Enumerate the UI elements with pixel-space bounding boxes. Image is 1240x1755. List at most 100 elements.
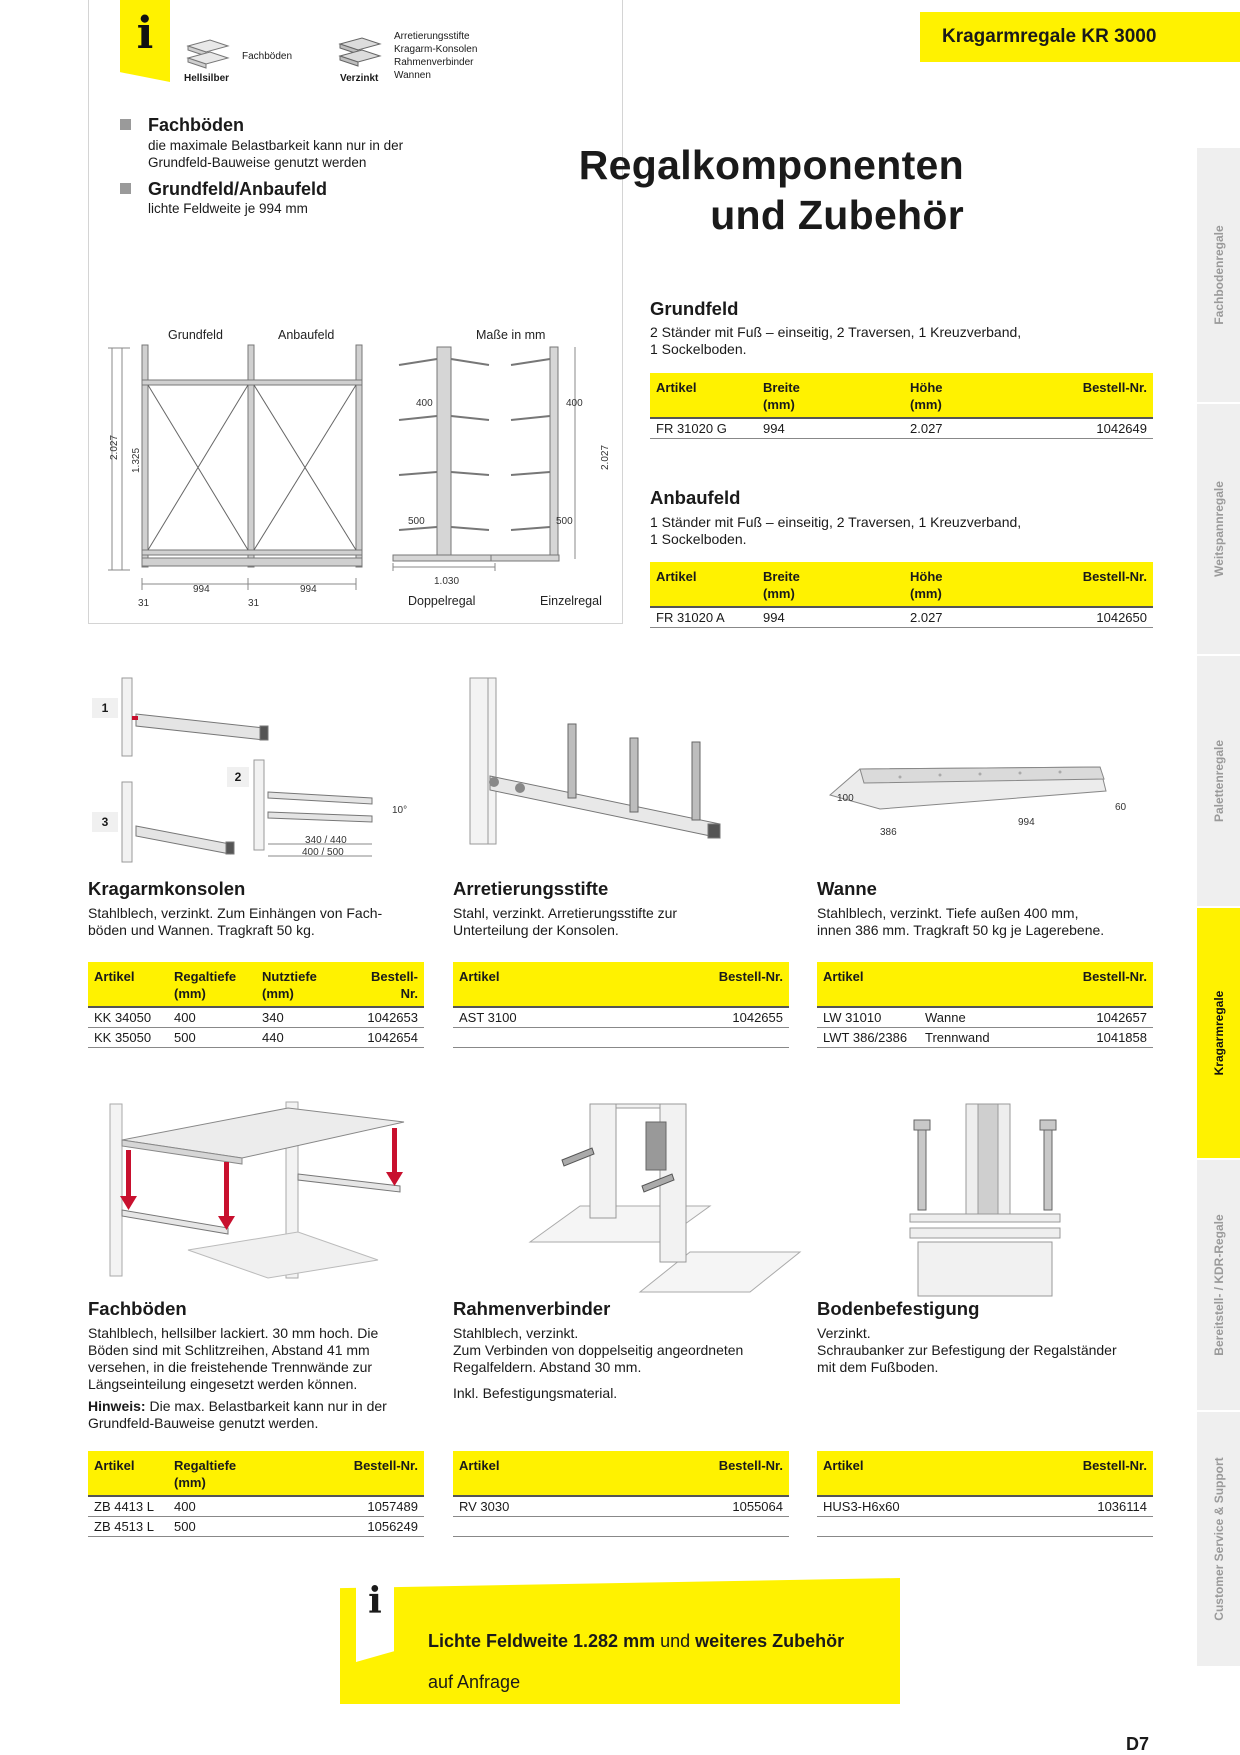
table-cell: 2.027 bbox=[904, 606, 1056, 628]
table-cell: RV 3030 bbox=[453, 1495, 605, 1517]
col-header: Bestell-Nr. bbox=[348, 962, 424, 1007]
table-row: KK 34050 400 340 1042653 bbox=[88, 1006, 424, 1028]
arretierung-table: Artikel Bestell-Nr. AST 3100 1042655 bbox=[453, 962, 789, 1048]
col-header: Bestell-Nr. bbox=[330, 1451, 424, 1496]
table-row: LWT 386/2386 Trennwand 1041858 bbox=[817, 1027, 1153, 1048]
col-header: Artikel bbox=[453, 962, 614, 1007]
drawing-label-grundfeld: Grundfeld bbox=[168, 328, 223, 342]
anbaufeld-text: 1 Ständer mit Fuß – einseitig, 2 Travers… bbox=[650, 514, 1022, 530]
sidetab-palettenregale[interactable]: Palettenregale bbox=[1197, 656, 1240, 908]
table-cell: 1042649 bbox=[1056, 417, 1153, 439]
table-cell: KK 34050 bbox=[88, 1006, 168, 1028]
table-cell: 994 bbox=[757, 417, 904, 439]
sidetab-weitspannregale[interactable]: Weitspannregale bbox=[1197, 404, 1240, 656]
boden-title: Bodenbefestigung bbox=[817, 1298, 980, 1319]
table-cell: 1042655 bbox=[613, 1006, 789, 1028]
bullet-marker bbox=[120, 183, 131, 194]
col-header: Artikel bbox=[453, 1451, 605, 1496]
table-header-row: Artikel Breite(mm) Höhe(mm) Bestell-Nr. bbox=[650, 562, 1153, 607]
banner-info-tab: i bbox=[356, 1572, 394, 1662]
table-cell: 500 bbox=[168, 1027, 256, 1048]
col-header: Artikel bbox=[817, 1451, 998, 1496]
col-header: Regaltiefe(mm) bbox=[168, 962, 256, 1007]
dim-400-doppel: 400 bbox=[416, 398, 433, 409]
page-title: Regalkomponenten und Zubehör bbox=[579, 140, 964, 240]
table-cell: 1042654 bbox=[348, 1027, 424, 1048]
fachboeden-hint: Hinweis: Die max. Belastbarkeit kann nur… bbox=[88, 1398, 387, 1414]
table-header-row: Artikel Bestell-Nr. bbox=[817, 1451, 1153, 1496]
table-cell: Trennwand bbox=[919, 1027, 1037, 1048]
col-header: Bestell-Nr. bbox=[1056, 562, 1153, 607]
swatch2-line-4: Wannen bbox=[394, 70, 431, 81]
wanne-title: Wanne bbox=[817, 878, 877, 899]
sidetab-customer-service[interactable]: Customer Service & Support bbox=[1197, 1412, 1240, 1668]
dim-994: 994 bbox=[1018, 817, 1035, 828]
col-header: Regaltiefe(mm) bbox=[168, 1451, 330, 1496]
dim-width-2: 994 bbox=[300, 584, 317, 595]
floor-anchor-illustration bbox=[909, 1103, 1061, 1297]
table-cell: 400 bbox=[168, 1495, 330, 1517]
swatch1-label: Fachböden bbox=[242, 51, 293, 62]
shelf-frame-drawing bbox=[108, 344, 363, 590]
sidetab-kragarmregale[interactable]: Kragarmregale bbox=[1197, 908, 1240, 1160]
header-badge-label: Kragarmregale KR 3000 bbox=[942, 26, 1157, 47]
table-cell bbox=[817, 1516, 998, 1537]
fachboeden-hint-line-2: Grundfeld-Bauweise genutzt werden. bbox=[88, 1415, 319, 1431]
anbaufeld-title: Anbaufeld bbox=[650, 487, 741, 508]
frame-connector-illustration bbox=[528, 1103, 802, 1293]
table-header-row: Artikel Breite(mm) Höhe(mm) Bestell-Nr. bbox=[650, 373, 1153, 418]
wanne-text: Stahlblech, verzinkt. Tiefe außen 400 mm… bbox=[817, 905, 1079, 921]
table-cell: 500 bbox=[168, 1516, 330, 1537]
boden-text: Schraubanker zur Befestigung der Regalst… bbox=[817, 1342, 1117, 1358]
grundfeld-table: Artikel Breite(mm) Höhe(mm) Bestell-Nr. … bbox=[650, 373, 1153, 439]
bullet-title-grundfeld: Grundfeld/Anbaufeld bbox=[148, 179, 327, 199]
sidetab-fachbodenregale[interactable]: Fachbodenregale bbox=[1197, 148, 1240, 404]
col-header: Bestell-Nr. bbox=[997, 1451, 1153, 1496]
wanne-table: Artikel Bestell-Nr. LW 31010 Wanne 10426… bbox=[817, 962, 1153, 1048]
table-cell: LWT 386/2386 bbox=[817, 1027, 919, 1048]
sidetab-bereitstell-kdr-regale[interactable]: Bereitstell- / KDR-Regale bbox=[1197, 1160, 1240, 1412]
page-title-line-2: und Zubehör bbox=[710, 192, 964, 238]
locking-pins-illustration bbox=[469, 677, 721, 845]
tray-illustration bbox=[828, 766, 1107, 810]
table-row: RV 3030 1055064 bbox=[453, 1495, 789, 1517]
anbaufeld-table: Artikel Breite(mm) Höhe(mm) Bestell-Nr. … bbox=[650, 562, 1153, 628]
info-box bbox=[88, 0, 623, 624]
arretierung-title: Arretierungsstifte bbox=[453, 878, 609, 899]
table-row bbox=[453, 1027, 789, 1048]
table-cell: FR 31020 G bbox=[650, 417, 757, 439]
table-cell bbox=[997, 1516, 1153, 1537]
table-cell: 1036114 bbox=[997, 1495, 1153, 1517]
table-cell: LW 31010 bbox=[817, 1006, 919, 1028]
table-cell: 400 bbox=[168, 1006, 256, 1028]
dim-60: 60 bbox=[1115, 802, 1127, 813]
table-cell: KK 35050 bbox=[88, 1027, 168, 1048]
kragarm-console-illustration bbox=[121, 677, 373, 863]
step-label-2: 2 bbox=[227, 767, 249, 787]
dim-386: 386 bbox=[880, 827, 897, 838]
col-header: Höhe(mm) bbox=[904, 373, 1056, 418]
shelf-swatch-verzinkt-icon bbox=[338, 37, 382, 67]
bullet-text: lichte Feldweite je 994 mm bbox=[148, 201, 308, 216]
fachboeden-text: Böden sind mit Schlitzreihen, Abstand 41… bbox=[88, 1342, 370, 1358]
arretierung-text: Unterteilung der Konsolen. bbox=[453, 922, 619, 938]
table-row: ZB 4513 L 500 1056249 bbox=[88, 1516, 424, 1537]
col-header: Artikel bbox=[88, 962, 168, 1007]
grundfeld-text: 2 Ständer mit Fuß – einseitig, 2 Travers… bbox=[650, 324, 1022, 340]
bullet-text: die maximale Belastbarkeit kann nur in d… bbox=[148, 138, 404, 153]
table-row: KK 35050 500 440 1042654 bbox=[88, 1027, 424, 1048]
col-header: Bestell-Nr. bbox=[1036, 962, 1153, 1007]
fachboeden-table: Artikel Regaltiefe(mm) Bestell-Nr. ZB 44… bbox=[88, 1451, 424, 1537]
table-header-row: Artikel Bestell-Nr. bbox=[453, 1451, 789, 1496]
fachboeden-text: Stahlblech, hellsilber lackiert. 30 mm h… bbox=[88, 1325, 379, 1341]
table-row: HUS3-H6x60 1036114 bbox=[817, 1495, 1153, 1517]
table-cell bbox=[453, 1027, 614, 1048]
table-header-row: Artikel Bestell-Nr. bbox=[817, 962, 1153, 1007]
table-row bbox=[453, 1516, 789, 1537]
col-header: Artikel bbox=[88, 1451, 168, 1496]
fachboeden-text: Längseinteilung eingesetzt werden können… bbox=[88, 1376, 358, 1392]
table-header-row: Artikel Regaltiefe(mm) Bestell-Nr. bbox=[88, 1451, 424, 1496]
fachboeden-title: Fachböden bbox=[88, 1298, 187, 1319]
table-cell: FR 31020 A bbox=[650, 606, 757, 628]
kragarm-title: Kragarmkonsolen bbox=[88, 878, 246, 899]
